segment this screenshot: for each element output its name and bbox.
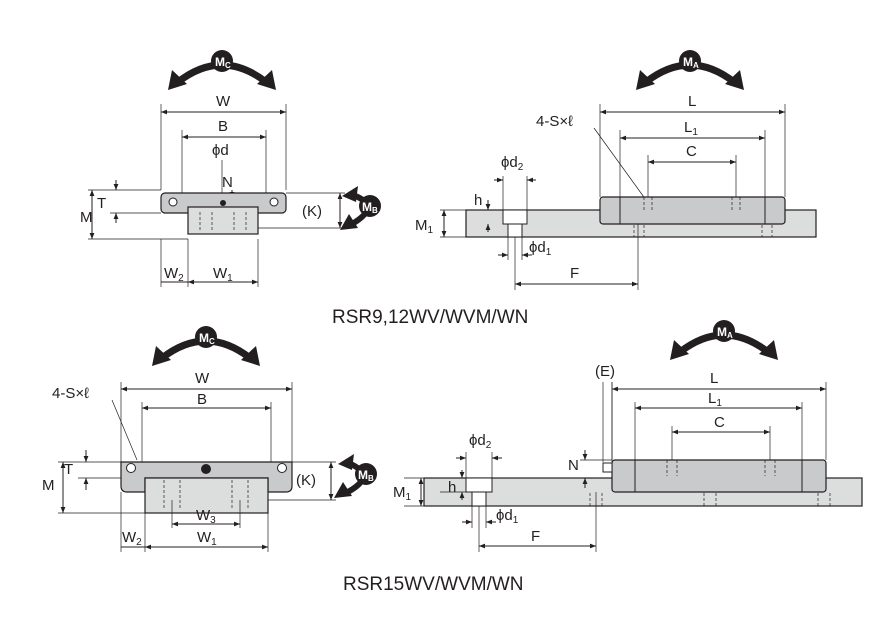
- top-front-view: MC W B ϕd N M T: [80, 50, 381, 287]
- svg-text:MC: MC: [215, 55, 231, 70]
- dim-w2: W2: [164, 265, 184, 284]
- bottom-front-view: MC W B 4-S×ℓ M T: [42, 326, 377, 552]
- dim-c-bottom: C: [714, 414, 725, 431]
- dim-w1-bottom: W1: [197, 529, 217, 548]
- block-bottom: [611, 459, 827, 493]
- mc-badge-bottom: MC: [195, 326, 217, 348]
- dim-l-bottom: L: [710, 370, 718, 387]
- dim-m1: M1: [415, 217, 434, 236]
- dim-phi-d2: ϕd2: [501, 154, 524, 173]
- svg-text:MA: MA: [717, 325, 733, 340]
- dim-l: L: [688, 93, 696, 110]
- dim-n: N: [222, 174, 233, 191]
- dim-m1-bottom: M1: [393, 484, 412, 503]
- block-top: [599, 196, 786, 225]
- dim-t-bottom: T: [64, 461, 73, 478]
- dim-n-bottom: N: [568, 457, 579, 474]
- top-side-view: MA L 4-S×ℓ L1 C ϕd2: [415, 50, 817, 290]
- mb-moment-arrow-top: MB: [340, 186, 381, 230]
- dim-b: B: [218, 118, 228, 135]
- rail-section-top: [187, 206, 259, 235]
- bottom-side-view: MA (E) L L1 C N: [393, 320, 863, 552]
- dim-b-bottom: B: [197, 391, 207, 408]
- ma-moment-arrow-top: MA: [636, 50, 744, 90]
- dim-m-bottom: M: [42, 477, 55, 494]
- ma-badge-top: MA: [679, 50, 701, 72]
- dim-t: T: [97, 195, 106, 212]
- dim-w2-bottom: W2: [122, 529, 142, 548]
- dim-c: C: [686, 143, 697, 160]
- svg-text:MC: MC: [199, 331, 215, 346]
- dim-k: (K): [302, 203, 322, 220]
- mc-moment-arrow-top: MC: [168, 50, 276, 90]
- dim-l1-bottom: L1: [708, 390, 722, 409]
- dim-w3: W3: [196, 507, 216, 526]
- dim-l1: L1: [684, 119, 698, 138]
- mb-moment-arrow-bottom: MB: [334, 454, 377, 498]
- svg-text:MB: MB: [358, 468, 374, 483]
- dim-4s: 4-S×ℓ: [536, 113, 573, 130]
- caption-top: RSR9,12WV/WVM/WN: [332, 307, 528, 328]
- dim-phi-d1: ϕd1: [529, 239, 552, 258]
- dim-h: h: [474, 192, 482, 209]
- dim-e: (E): [595, 363, 615, 380]
- rail-section-bottom: [144, 477, 269, 514]
- svg-text:MB: MB: [362, 200, 378, 215]
- dim-phi-d1-bottom: ϕd1: [496, 507, 519, 526]
- dim-f-bottom: F: [531, 528, 540, 545]
- dim-phi-d: ϕd: [212, 142, 229, 159]
- mb-badge-top: MB: [359, 195, 381, 217]
- ma-badge-bottom: MA: [713, 320, 735, 342]
- dim-k-bottom: (K): [296, 472, 316, 489]
- svg-text:MA: MA: [683, 55, 699, 70]
- dim-phi-d2-bottom: ϕd2: [469, 432, 492, 451]
- ma-moment-arrow-bottom: MA: [670, 320, 778, 360]
- caption-bottom: RSR15WV/WVM/WN: [343, 574, 524, 595]
- dim-w: W: [216, 93, 231, 110]
- dim-4s-bottom: 4-S×ℓ: [52, 385, 89, 402]
- mc-moment-arrow-bottom: MC: [152, 326, 260, 366]
- dim-w1: W1: [213, 265, 233, 284]
- dim-m: M: [80, 209, 93, 226]
- dim-f: F: [570, 265, 579, 282]
- dim-h-bottom: h: [448, 479, 456, 496]
- dim-w-bottom: W: [195, 370, 210, 387]
- mb-badge-bottom: MB: [355, 463, 377, 485]
- mc-badge-top: MC: [211, 50, 233, 72]
